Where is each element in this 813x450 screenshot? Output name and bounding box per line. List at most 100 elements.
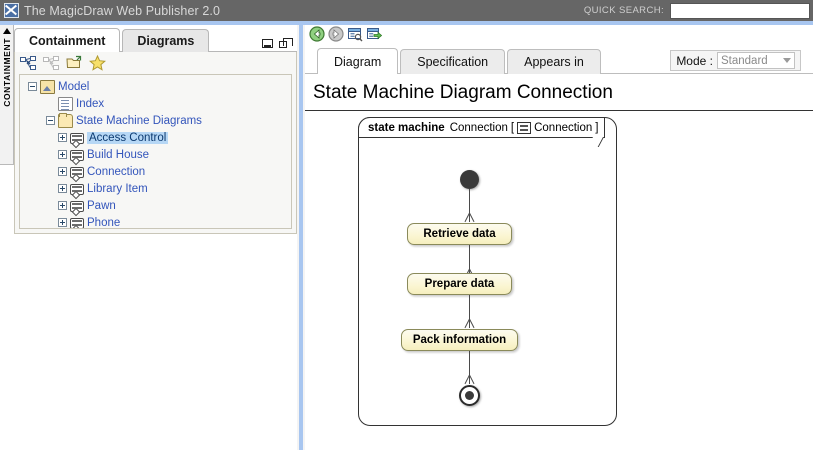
expander-plus-icon[interactable] xyxy=(58,167,67,176)
title-bar: The MagicDraw Web Publisher 2.0 QUICK SE… xyxy=(0,0,813,21)
frame-bracket-close: ] xyxy=(595,121,599,134)
accent-bar xyxy=(0,21,813,25)
right-panel: Diagram Specification Appears in Mode : … xyxy=(305,25,813,450)
state-label: Prepare data xyxy=(424,278,495,290)
state-label: Pack information xyxy=(412,334,507,346)
tab-appears-in-label: Appears in xyxy=(524,55,584,69)
quick-search-input[interactable] xyxy=(670,2,810,19)
state-pack-information[interactable]: Pack information xyxy=(401,329,518,351)
state-prepare-data[interactable]: Prepare data xyxy=(407,273,512,295)
open-in-new-window-icon[interactable] xyxy=(366,26,383,47)
navigation-toolbar xyxy=(305,25,813,47)
magicdraw-logo-icon xyxy=(4,3,19,18)
tab-specification[interactable]: Specification xyxy=(400,49,506,74)
state-machine-frame: state machine Connection [ Connection ] … xyxy=(358,117,617,426)
state-machine-frame-header: state machine Connection [ Connection ] xyxy=(358,117,606,138)
initial-node[interactable] xyxy=(460,170,479,189)
tree-item-library-item[interactable]: Library Item xyxy=(20,180,291,197)
state-machine-icon xyxy=(70,183,84,195)
state-machine-icon xyxy=(517,121,532,134)
index-icon xyxy=(58,96,73,111)
quick-search-group: QUICK SEARCH: xyxy=(583,2,813,19)
tree-item-label: Pawn xyxy=(87,199,116,212)
right-tab-bar: Diagram Specification Appears in Mode : … xyxy=(305,47,813,74)
expander-plus-icon[interactable] xyxy=(58,201,67,210)
arrowhead-icon xyxy=(464,375,475,384)
state-retrieve-data[interactable]: Retrieve data xyxy=(407,223,512,245)
tab-diagram[interactable]: Diagram xyxy=(317,48,399,74)
tab-specification-label: Specification xyxy=(417,55,489,69)
diagram-canvas[interactable]: state machine Connection [ Connection ] … xyxy=(305,111,813,441)
open-in-new-window-icon[interactable] xyxy=(66,55,83,71)
tab-diagram-label: Diagram xyxy=(334,54,382,69)
tree-item-model[interactable]: Model xyxy=(20,78,291,95)
model-icon xyxy=(40,79,55,94)
minimize-icon[interactable] xyxy=(262,39,273,48)
left-panel: Containment Diagrams xyxy=(14,25,297,450)
restore-icon[interactable] xyxy=(279,38,293,48)
containment-strip-label: CONTAINMENT xyxy=(1,38,12,107)
final-node[interactable] xyxy=(459,385,480,406)
state-label: Retrieve data xyxy=(423,228,496,240)
expander-plus-icon[interactable] xyxy=(58,150,67,159)
transition-edge xyxy=(469,189,470,222)
triangle-up-icon xyxy=(2,28,11,34)
show-in-containment-icon[interactable] xyxy=(347,26,363,47)
transition-edge xyxy=(469,351,470,384)
tree-item-index[interactable]: Index xyxy=(20,95,291,112)
state-machine-icon xyxy=(70,149,84,161)
tree-item-label: Model xyxy=(58,80,90,93)
folder-icon xyxy=(58,112,73,128)
arrowhead-icon xyxy=(464,319,475,328)
state-machine-icon xyxy=(70,217,84,228)
mode-select[interactable]: Standard xyxy=(717,52,795,69)
forward-arrow-icon xyxy=(328,25,344,47)
back-arrow-icon[interactable] xyxy=(309,25,325,47)
tree-item-phone[interactable]: Phone xyxy=(20,214,291,229)
expand-all-icon[interactable] xyxy=(43,55,60,71)
mode-label: Mode : xyxy=(676,53,713,68)
transition-edge xyxy=(469,245,470,278)
expander-minus-icon[interactable] xyxy=(46,116,55,125)
tab-appears-in[interactable]: Appears in xyxy=(507,49,601,74)
tree-item-pawn[interactable]: Pawn xyxy=(20,197,291,214)
tree-item-label: Build House xyxy=(87,148,150,161)
mode-select-value: Standard xyxy=(721,54,768,67)
tab-diagrams[interactable]: Diagrams xyxy=(122,29,210,52)
containment-collapse-strip[interactable]: CONTAINMENT xyxy=(0,25,14,165)
tree-item-state-machine-diagrams[interactable]: State Machine Diagrams xyxy=(20,112,291,129)
containment-tree-panel: Model Index State Machine Diagrams Acces… xyxy=(14,52,297,234)
tree-item-build-house[interactable]: Build House xyxy=(20,146,291,163)
containment-tree[interactable]: Model Index State Machine Diagrams Acces… xyxy=(19,74,292,229)
transition-edge xyxy=(469,295,470,328)
expander-minus-icon[interactable] xyxy=(28,82,37,91)
frame-name: Connection xyxy=(449,121,508,134)
collapse-all-icon[interactable] xyxy=(20,55,37,71)
tab-diagrams-label: Diagrams xyxy=(137,34,195,48)
tree-item-connection[interactable]: Connection xyxy=(20,163,291,180)
tree-toolbar xyxy=(15,52,296,74)
frame-type-name: Connection xyxy=(534,121,593,134)
tree-item-label: Library Item xyxy=(87,182,148,195)
tree-item-access-control[interactable]: Access Control xyxy=(20,129,291,146)
tree-item-label: Connection xyxy=(87,165,146,178)
chevron-down-icon xyxy=(783,58,791,63)
mode-control: Mode : Standard xyxy=(670,50,801,71)
state-machine-icon xyxy=(70,166,84,178)
left-panel-window-controls xyxy=(262,38,297,52)
expander-plus-icon[interactable] xyxy=(58,184,67,193)
app-title: The MagicDraw Web Publisher 2.0 xyxy=(24,3,221,18)
tab-containment[interactable]: Containment xyxy=(14,28,121,52)
page-title: State Machine Diagram Connection xyxy=(305,74,813,111)
frame-keyword: state machine xyxy=(368,121,445,134)
tree-item-label: Phone xyxy=(87,216,121,229)
panel-splitter[interactable] xyxy=(297,25,305,450)
tree-item-label: Index xyxy=(76,97,105,110)
expander-plus-icon[interactable] xyxy=(58,133,67,142)
expander-plus-icon[interactable] xyxy=(58,218,67,227)
quick-search-label: QUICK SEARCH: xyxy=(583,5,664,16)
tree-item-label: Access Control xyxy=(87,131,169,144)
state-machine-icon xyxy=(70,132,84,144)
favorites-star-icon[interactable] xyxy=(89,55,106,71)
